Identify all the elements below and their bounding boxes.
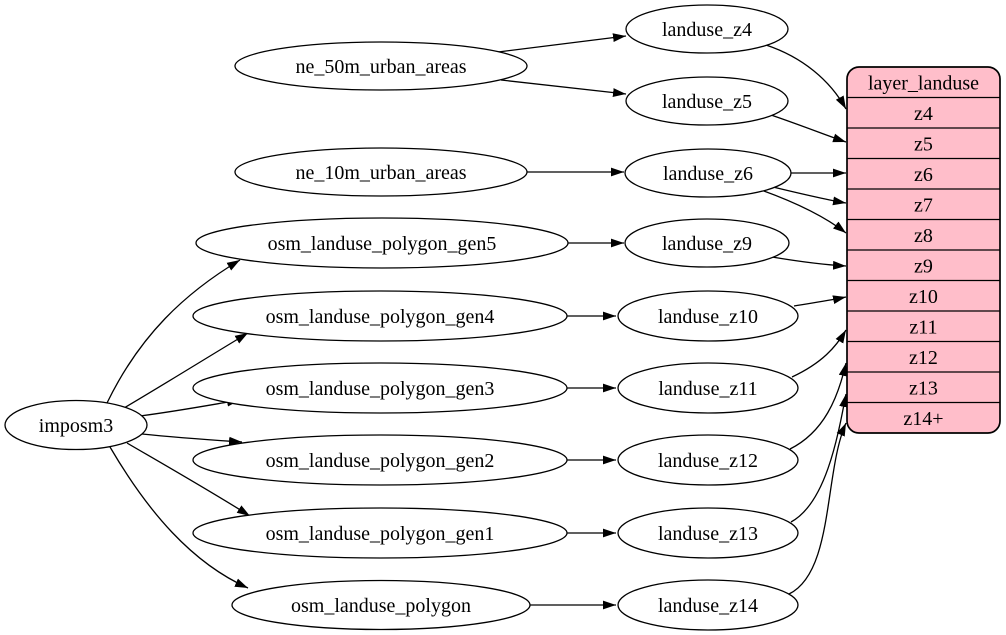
node-landuse_z9-shape [624,218,790,268]
node-landuse_z10: landuse_z10 [617,290,799,342]
node-landuse_z13-label: landuse_z13 [658,523,758,545]
edge-landuse_z5-to-row-z5 [770,114,847,143]
edge-landuse_z13-to-row-z13 [790,393,848,523]
node-landuse_z9: landuse_z9 [624,218,790,268]
node-ne_50m_urban_areas-label: ne_50m_urban_areas [295,56,466,78]
node-landuse_z10-shape [617,290,799,342]
node-landuse_z11-shape [617,362,799,414]
node-osm_landuse_polygon_gen4-label: osm_landuse_polygon_gen4 [266,306,495,328]
node-landuse_z4: landuse_z4 [625,4,789,54]
record-row-z12: z12 [909,347,938,369]
node-landuse_z11: landuse_z11 [617,362,799,414]
node-landuse_z13: landuse_z13 [617,507,799,559]
node-landuse_z6-shape [624,148,792,198]
node-landuse_z12-label: landuse_z12 [658,450,758,472]
record-row-z9: z9 [914,256,933,278]
node-ne_50m_urban_areas-shape [234,41,528,91]
node-osm_landuse_polygon_gen3: osm_landuse_polygon_gen3 [192,362,568,414]
node-landuse_z14-label: landuse_z14 [658,595,758,617]
record-row-z6: z6 [914,164,933,186]
node-osm_landuse_polygon_gen5-shape [195,217,569,269]
node-landuse_z10-label: landuse_z10 [658,306,758,328]
node-ne_10m_urban_areas-label: ne_10m_urban_areas [295,162,466,184]
edge-landuse_z6-to-row-z7 [772,186,847,206]
edge-imposm3-to-osm_landuse_polygon_gen4 [123,332,249,409]
node-landuse_z14: landuse_z14 [617,579,799,631]
node-osm_landuse_polygon_gen4-shape [192,290,568,342]
node-landuse_z12: landuse_z12 [617,434,799,486]
node-ne_50m_urban_areas: ne_50m_urban_areas [234,41,528,91]
node-osm_landuse_polygon-shape [231,579,531,631]
edge-ne_50m_urban_areas-to-landuse_z5 [500,79,627,97]
record-row-z13: z13 [909,378,938,400]
edge-landuse_z4-to-row-z4 [765,44,847,110]
node-landuse_z13-shape [617,507,799,559]
record-row-z8: z8 [914,225,933,247]
edge-landuse_z11-to-row-z11 [791,329,847,378]
edge-landuse_z9-to-row-z9 [771,256,847,270]
record-header: layer_landuse [868,73,979,95]
edge-landuse_z6-to-row-z8 [760,189,847,234]
nodes: imposm3 ne_50m_urban_areas ne_10m_urban_… [4,4,799,631]
record-row-z7: z7 [914,195,933,217]
edge-landuse_z10-to-row-z10 [793,295,847,307]
node-osm_landuse_polygon_gen1: osm_landuse_polygon_gen1 [192,507,568,559]
edge-imposm3-to-osm_landuse_polygon_gen1 [126,442,251,517]
node-osm_landuse_polygon-label: osm_landuse_polygon [291,595,471,617]
node-osm_landuse_polygon_gen3-label: osm_landuse_polygon_gen3 [266,378,495,400]
edge-ne_50m_urban_areas-to-landuse_z4 [497,33,627,53]
node-osm_landuse_polygon_gen1-label: osm_landuse_polygon_gen1 [266,523,495,545]
record-layer_landuse: layer_landuse z4 z5 z6 z7 z8 z9 z10 z11 … [846,66,1001,434]
node-ne_10m_urban_areas: ne_10m_urban_areas [234,147,528,197]
edge-imposm3-to-osm_landuse_polygon_gen5 [106,259,241,404]
edge-landuse_z12-to-row-z12 [789,362,848,450]
node-osm_landuse_polygon_gen2: osm_landuse_polygon_gen2 [192,434,568,486]
edge-imposm3-to-osm_landuse_polygon [109,446,249,589]
record-row-z5: z5 [914,134,933,156]
edge-imposm3-to-osm_landuse_polygon_gen2 [141,433,243,446]
node-landuse_z14-shape [617,579,799,631]
node-landuse_z12-shape [617,434,799,486]
node-landuse_z11-label: landuse_z11 [658,378,757,400]
node-imposm3: imposm3 [4,399,148,451]
node-landuse_z4-shape [625,4,789,54]
node-osm_landuse_polygon_gen1-shape [192,507,568,559]
node-osm_landuse_polygon: osm_landuse_polygon [231,579,531,631]
edges [106,33,848,610]
node-osm_landuse_polygon_gen4: osm_landuse_polygon_gen4 [192,290,568,342]
node-osm_landuse_polygon_gen2-shape [192,434,568,486]
record-row-z4: z4 [914,103,933,125]
record-row-z10: z10 [909,286,938,308]
node-landuse_z6: landuse_z6 [624,148,792,198]
record-row-z11: z11 [909,317,937,339]
node-landuse_z5-shape [625,76,789,126]
node-osm_landuse_polygon_gen5-label: osm_landuse_polygon_gen5 [268,233,497,255]
node-imposm3-shape [4,399,148,451]
node-osm_landuse_polygon_gen5: osm_landuse_polygon_gen5 [195,217,569,269]
node-landuse_z4-label: landuse_z4 [662,19,752,41]
node-ne_10m_urban_areas-shape [234,147,528,197]
node-imposm3-label: imposm3 [39,415,113,437]
node-landuse_z6-label: landuse_z6 [663,163,753,185]
node-landuse_z9-label: landuse_z9 [662,233,752,255]
node-osm_landuse_polygon_gen2-label: osm_landuse_polygon_gen2 [266,450,495,472]
node-landuse_z5: landuse_z5 [625,76,789,126]
record-row-z14plus: z14+ [903,408,943,430]
node-landuse_z5-label: landuse_z5 [662,91,752,113]
edge-landuse_z14-to-row-z14plus [788,422,847,595]
node-osm_landuse_polygon_gen3-shape [192,362,568,414]
